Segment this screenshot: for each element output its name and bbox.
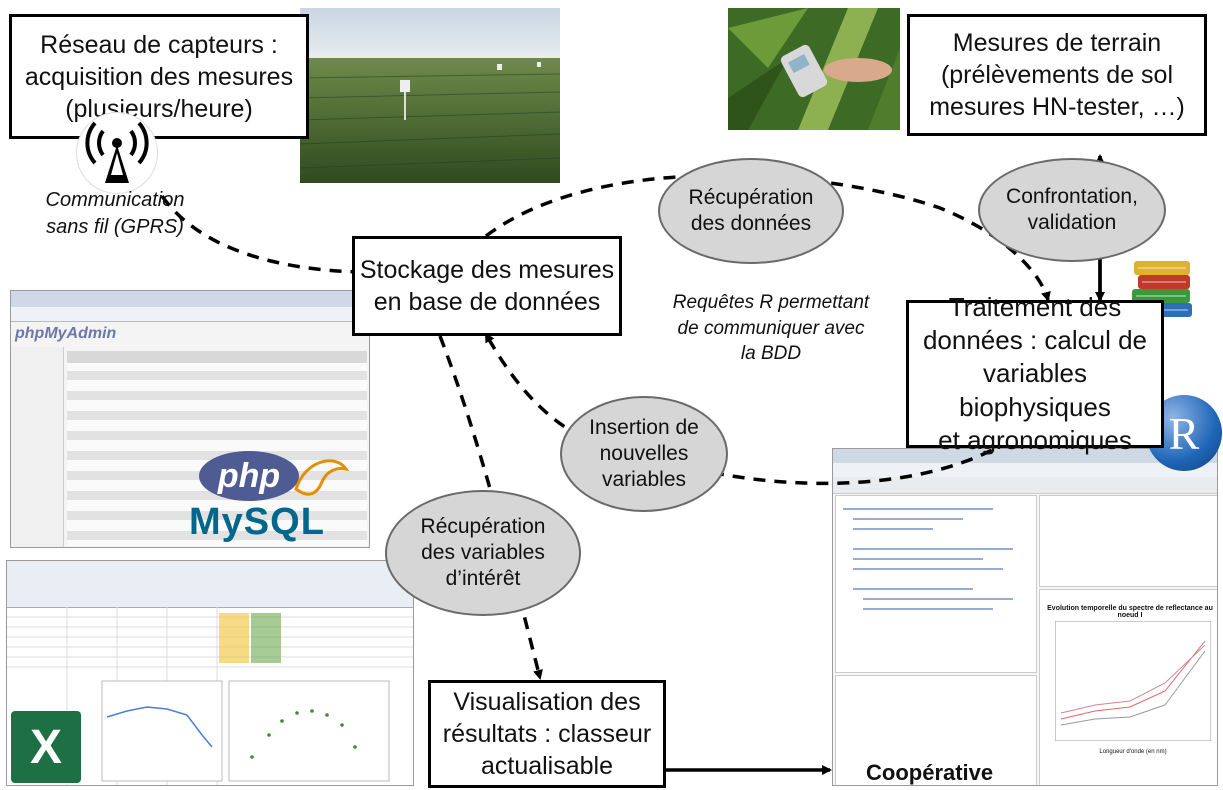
field-measurements-box: Mesures de terrain (prélèvements de sol … (907, 14, 1207, 136)
wireless-note: Communication sans fil (GPRS) (45, 189, 185, 238)
mysql-logo: MySQL (189, 501, 325, 543)
antenna-icon (76, 112, 158, 194)
cooperative-label: Coopérative (866, 760, 994, 785)
wheat-field-photo (300, 8, 560, 183)
excel-screenshot: X (6, 560, 414, 786)
rstudio-screenshot: Evolution temporelle du spectre de refle… (832, 448, 1218, 786)
php-logo: php (199, 451, 299, 501)
storage-box: Stockage des mesures en base de données (352, 236, 622, 336)
rstudio-chart-title: Evolution temporelle du spectre de refle… (1047, 605, 1213, 619)
excel-logo: X (11, 711, 81, 783)
phpmyadmin-logo: phpMyAdmin (15, 325, 117, 342)
rstudio-chart-xlabel: Longueur d'onde (en nm) (1099, 749, 1167, 755)
visualisation-box: Visualisation des résultats : classeur a… (428, 680, 666, 788)
r-queries-note: Requêtes R permettant de communiquer ave… (672, 292, 870, 365)
dolphin-icon (294, 459, 350, 496)
retrieval-ellipse: Récupération des données (658, 158, 844, 264)
php-logo-text: php (217, 456, 281, 495)
processing-box: Traitement des données : calcul de varia… (906, 292, 1164, 455)
r-logo-text: R (1168, 407, 1200, 459)
excel-logo-text: X (29, 720, 62, 774)
insertion-ellipse: Insertion de nouvelles variables (560, 396, 728, 512)
variables-retrieval-ellipse: Récupération des variables d’intérêt (385, 490, 581, 616)
field-measurement-photo (728, 8, 900, 130)
confrontation-ellipse: Confrontation, validation (978, 158, 1166, 262)
phpmyadmin-screenshot: phpMyAdmin php MySQL (10, 290, 370, 548)
sensors-box: Réseau de capteurs : acquisition des mes… (9, 14, 309, 139)
